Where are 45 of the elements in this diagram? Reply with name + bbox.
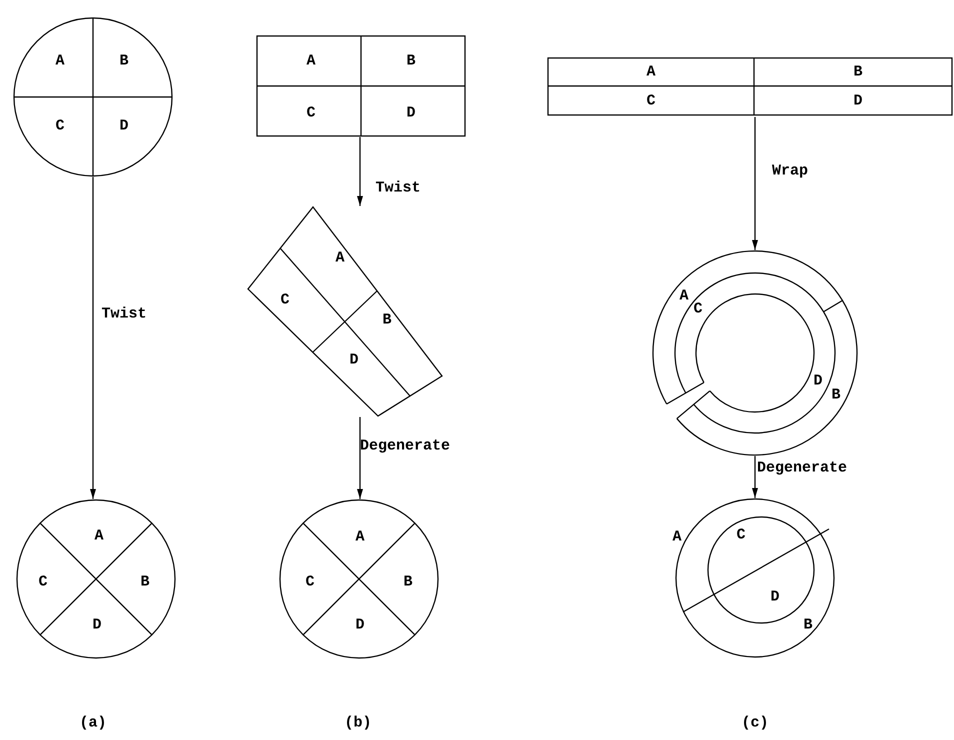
region-letter: C xyxy=(38,574,48,590)
region-letter: A xyxy=(306,54,316,68)
arrow xyxy=(357,417,363,499)
region-letter: B xyxy=(832,388,840,402)
region-letter: A xyxy=(94,528,104,544)
arrow xyxy=(752,117,758,250)
arrow xyxy=(90,177,96,499)
region-letter: B xyxy=(404,574,412,590)
edge-label: Twist xyxy=(102,306,146,322)
panel-caption: (c) xyxy=(742,716,768,730)
region-letter: B xyxy=(854,64,862,80)
edge-label: Wrap xyxy=(772,164,808,178)
region-letter: C xyxy=(694,302,702,316)
region-letter: B xyxy=(804,618,812,632)
edge-label: Degenerate xyxy=(360,438,450,454)
region-letter: D xyxy=(92,618,102,632)
region-letter: A xyxy=(672,530,682,544)
region-letter: A xyxy=(646,64,656,80)
region-letter: D xyxy=(350,352,358,368)
region-letter: C xyxy=(306,574,314,590)
region-letter: D xyxy=(814,374,822,388)
region-letter: C xyxy=(646,94,656,108)
region-letter: C xyxy=(56,118,64,134)
region-letter: D xyxy=(406,106,416,120)
region-letter: A xyxy=(336,250,344,266)
edge-label: Degenerate xyxy=(757,460,847,476)
panel-caption: (b) xyxy=(344,716,372,730)
region-letter: D xyxy=(120,118,128,134)
region-letter: C xyxy=(736,528,746,542)
edge-label: Twist xyxy=(376,180,420,196)
arrow xyxy=(752,456,758,498)
region-letter: B xyxy=(382,312,392,328)
arrow xyxy=(357,137,363,206)
region-letter: A xyxy=(56,54,64,68)
region-letter: D xyxy=(770,590,780,604)
region-letter: A xyxy=(356,530,364,544)
region-letter: B xyxy=(120,54,128,68)
region-letter: C xyxy=(280,292,290,308)
region-letter: D xyxy=(356,618,364,632)
region-letter: C xyxy=(306,106,316,120)
panel-caption: (a) xyxy=(80,716,106,730)
region-letter: B xyxy=(406,54,416,68)
region-letter: D xyxy=(854,94,862,108)
region-letter: B xyxy=(140,574,150,590)
region-letter: A xyxy=(680,288,688,304)
